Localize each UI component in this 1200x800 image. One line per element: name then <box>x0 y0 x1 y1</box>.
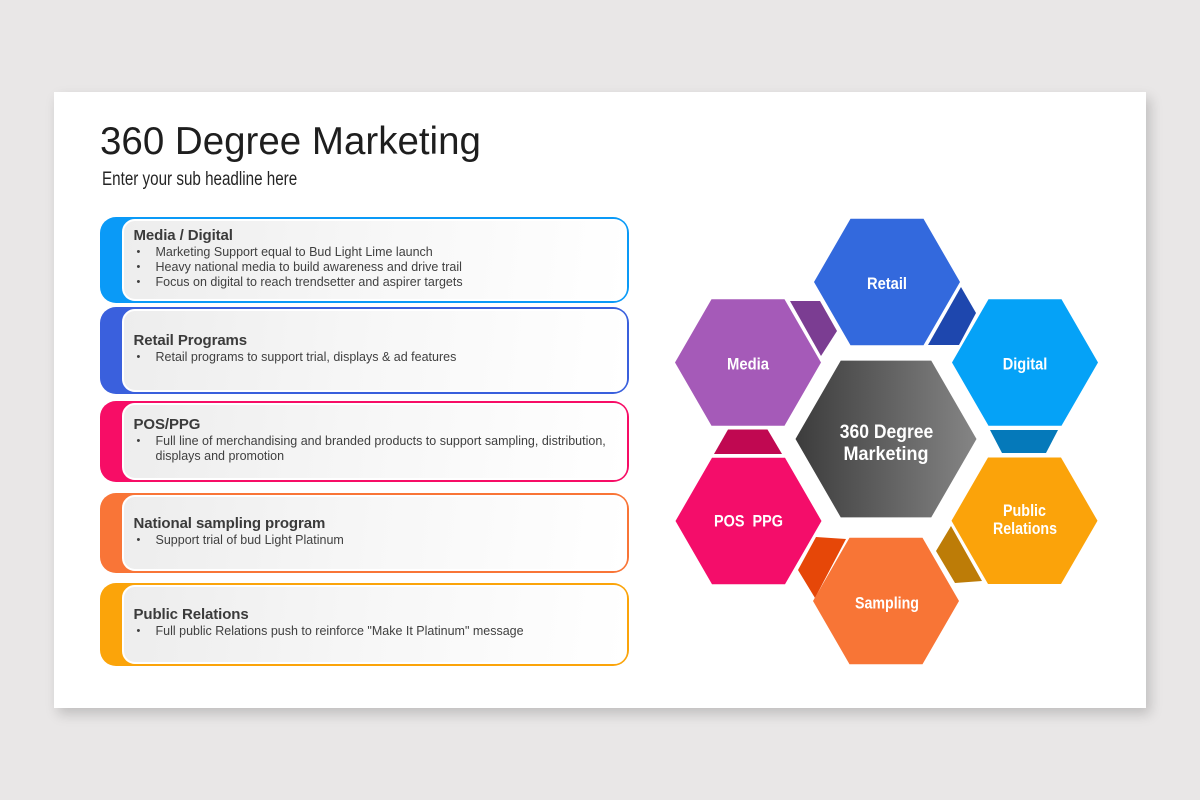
svg-text:Sampling: Sampling <box>855 594 919 613</box>
svg-text:POS PPG: POS PPG <box>714 512 783 531</box>
svg-text:Digital: Digital <box>1003 355 1048 374</box>
svg-text:Retail: Retail <box>867 274 907 293</box>
svg-text:Public: Public <box>1003 501 1046 520</box>
svg-text:360 Degree: 360 Degree <box>840 421 934 443</box>
svg-text:Marketing: Marketing <box>844 443 929 465</box>
svg-text:Media: Media <box>727 355 769 374</box>
svg-text:Relations: Relations <box>993 519 1057 538</box>
